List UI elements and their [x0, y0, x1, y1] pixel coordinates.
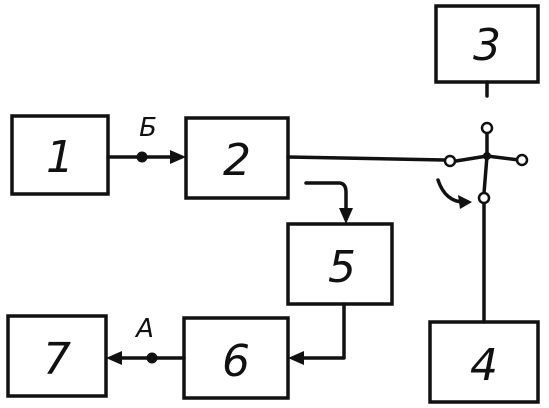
switch-contact-top [480, 121, 494, 135]
switch-contact-right [515, 153, 529, 167]
block-5-label: 5 [328, 242, 356, 293]
block-5: 5 [286, 222, 394, 306]
arrow-into-block-5 [339, 208, 353, 224]
arrow-into-block-2 [170, 150, 186, 164]
switch-arm-left [454, 154, 489, 163]
measurement-point-b [136, 151, 148, 163]
wire-2-switch [286, 155, 446, 162]
connection-1-to-2: Б [106, 113, 186, 164]
block-1-box [10, 114, 110, 196]
block-1-label: 1 [46, 132, 74, 183]
switch-contact-bottom [477, 191, 491, 205]
block-6-label: 6 [222, 336, 250, 387]
block-7-box [6, 314, 108, 398]
switch-arm-right [485, 154, 521, 162]
block-2: 2 [184, 116, 290, 200]
block-4-label: 4 [470, 340, 498, 391]
connection-2-to-5 [304, 181, 353, 224]
block-3: 3 [434, 4, 540, 84]
connection-6-to-7: А [106, 314, 186, 365]
rotary-switch [436, 80, 529, 324]
label-a: А [134, 314, 154, 344]
block-6: 6 [182, 316, 290, 400]
measurement-point-a [146, 352, 158, 364]
switch-pivot [483, 152, 491, 160]
block-7-label: 7 [43, 334, 71, 385]
rotation-arrowhead [458, 195, 472, 209]
block-7: 7 [6, 314, 108, 398]
block-4-box [428, 320, 540, 404]
arrow-into-block-7 [106, 351, 122, 365]
connection-5-to-6 [288, 302, 346, 365]
block-2-box [184, 116, 290, 200]
connection-2-to-switch [286, 155, 446, 162]
block-2-label: 2 [223, 135, 251, 186]
switch-arm-bottom [482, 154, 489, 195]
arrow-into-block-6 [288, 351, 304, 365]
block-1: 1 [10, 114, 110, 196]
block-3-label: 3 [473, 20, 501, 71]
wire-5-6 [300, 302, 346, 360]
label-b: Б [139, 113, 157, 143]
block-5-box [286, 222, 394, 306]
wire-2-5 [304, 181, 348, 214]
switch-contact-left [443, 154, 457, 168]
block-4: 4 [428, 320, 540, 404]
